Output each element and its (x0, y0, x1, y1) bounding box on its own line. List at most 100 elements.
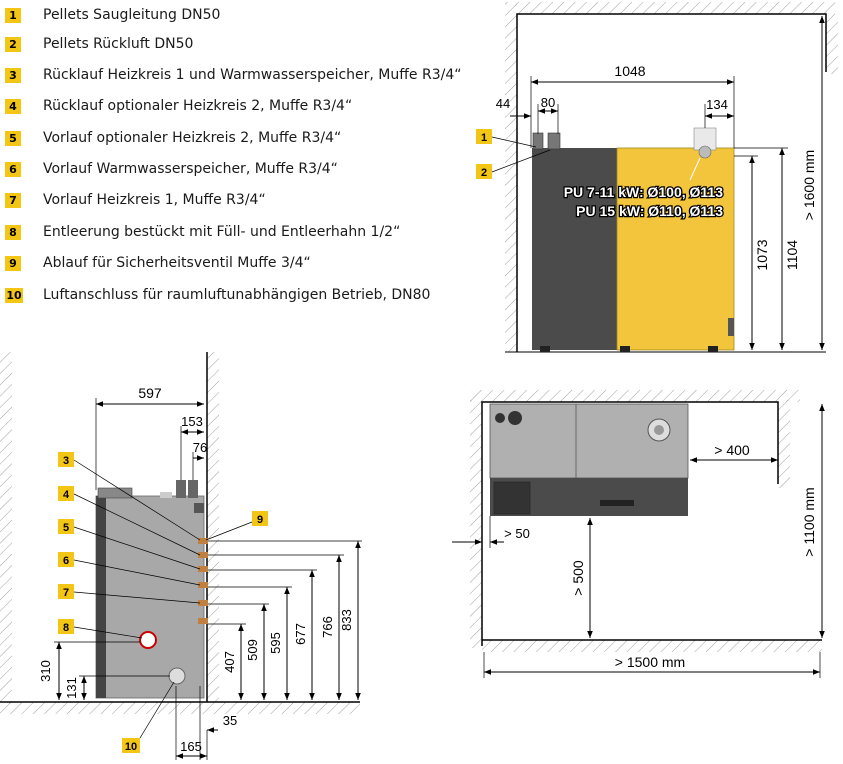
boiler-yellow-body (616, 147, 735, 351)
callout-8 (58, 619, 74, 634)
vent-grille (493, 481, 531, 515)
boiler-top-part (97, 487, 133, 499)
dim-677-label: 677 (293, 623, 308, 645)
flue-top-inner (654, 425, 664, 435)
connection-6 (198, 582, 208, 588)
dim-595-label: 595 (268, 632, 283, 654)
legend-item: 1 Pellets Saugleitung DN50 (0, 4, 220, 26)
top-view: > 400 > 50 > 500 > 1500 mm > 1100 mm (452, 390, 825, 678)
legend-item: 9 Ablauf für Sicherheitsventil Muffe 3/4… (0, 252, 311, 274)
dim-165-label: 165 (180, 739, 202, 754)
legend-number: 9 (5, 255, 21, 271)
bottom-wall-hatch (482, 640, 822, 652)
legend-item: 7 Vorlauf Heizkreis 1, Muffe R3/4“ (0, 189, 266, 211)
dim-80-label: 80 (541, 95, 555, 110)
room-height-label: > 1600 mm (801, 150, 817, 220)
boiler-foot (708, 346, 718, 352)
right-wall-hatch (778, 400, 790, 488)
callout-3-label: 3 (63, 455, 69, 467)
callout-leader (491, 149, 551, 173)
callout-2-label: 2 (481, 167, 487, 179)
left-wall-hatch (470, 400, 482, 648)
floor-hatch (0, 702, 360, 714)
dim-134-label: 134 (706, 97, 728, 112)
left-wall-hatch (505, 2, 517, 352)
callout-4 (58, 486, 74, 501)
legend-label: Pellets Saugleitung DN50 (43, 7, 221, 23)
clearance-50-label: > 50 (504, 526, 530, 541)
legend-label: Vorlauf optionaler Heizkreis 2, Muffe R3… (43, 130, 342, 146)
legend-label: Vorlauf Heizkreis 1, Muffe R3/4“ (43, 192, 266, 208)
dim-766-label: 766 (320, 616, 335, 638)
legend-number: 5 (5, 130, 21, 146)
callout-5-label: 5 (63, 522, 69, 534)
callout-2 (476, 164, 492, 179)
boiler-foot (620, 346, 630, 352)
legend-item: 2 Pellets Rückluft DN50 (0, 33, 193, 55)
legend-item: 5 Vorlauf optionaler Heizkreis 2, Muffe … (0, 127, 341, 149)
connection-3 (198, 538, 208, 544)
legend-label: Entleerung bestückt mit Füll- und Entlee… (43, 224, 401, 240)
callout-10-label: 10 (125, 741, 137, 753)
room-depth-label: > 1100 mm (801, 487, 817, 556)
callout-leader (73, 559, 201, 586)
legend-label: Rücklauf optionaler Heizkreis 2, Muffe R… (43, 98, 353, 114)
dim-1048-label: 1048 (614, 63, 645, 79)
pipe-2 (547, 132, 561, 150)
dim-131-label: 131 (64, 677, 79, 699)
boiler-foot (540, 346, 550, 352)
callout-9-label: 9 (257, 514, 263, 526)
top-wall-hatch (470, 390, 800, 402)
dim-509-label: 509 (245, 639, 260, 661)
right-wall-hatch (207, 352, 219, 702)
callout-leader (73, 526, 201, 570)
legend-item: 4 Rücklauf optionaler Heizkreis 2, Muffe… (0, 95, 352, 117)
legend-item: 6 Vorlauf Warmwasserspeicher, Muffe R3/4… (0, 158, 338, 180)
connection-5 (198, 566, 208, 572)
dim-1073-label: 1073 (754, 239, 770, 270)
legend-number: 3 (5, 67, 21, 83)
callout-6 (58, 552, 74, 567)
air-inlet (168, 667, 186, 685)
callout-leader (139, 681, 175, 739)
legend-number: 10 (5, 287, 23, 303)
legend-number: 2 (5, 36, 21, 52)
room-width-label: > 1500 mm (615, 654, 685, 670)
boiler-side-body (95, 495, 205, 699)
callout-1 (476, 129, 492, 144)
flue-diameter-line2: PU 15 kW: Ø110, Ø113 (576, 203, 723, 219)
callout-7 (58, 584, 74, 599)
connection-4 (198, 552, 208, 558)
connection-7 (198, 600, 208, 606)
flue-collar (160, 492, 172, 498)
dim-76-label: 76 (193, 440, 207, 455)
legend-item: 10 Luftanschluss für raumluftunabhängige… (0, 284, 430, 306)
right-wall-hatch (826, 14, 838, 74)
clearance-400-label: > 400 (714, 442, 750, 458)
legend-number: 1 (5, 7, 21, 23)
callout-leader (491, 136, 537, 148)
callout-6-label: 6 (63, 555, 69, 567)
dim-310-label: 310 (38, 660, 53, 682)
legend-item: 3 Rücklauf Heizkreis 1 und Warmwasserspe… (0, 64, 461, 86)
left-wall-hatch (0, 352, 12, 704)
legend-item: 8 Entleerung bestückt mit Füll- und Entl… (0, 221, 400, 243)
callout-leader (205, 521, 253, 541)
clearance-500-label: > 500 (570, 560, 586, 596)
display-panel (600, 500, 634, 506)
callout-leader (73, 591, 201, 604)
callout-leader (73, 459, 201, 541)
legend-number: 4 (5, 98, 21, 114)
callout-10 (122, 738, 140, 753)
room-outline (516, 13, 827, 352)
flue-pipe (176, 480, 186, 498)
flue-outlet (698, 145, 712, 159)
legend-label: Luftanschluss für raumluftunabhängigen B… (43, 287, 431, 303)
front-view: 1048 44 80 134 1073 1104 > 1600 mm PU 7-… (476, 2, 838, 353)
ceiling-hatch (515, 2, 835, 14)
dim-35-label: 35 (223, 713, 237, 728)
dim-44-label: 44 (496, 96, 510, 111)
flue-pipe (188, 480, 198, 498)
boiler-dark-body (532, 148, 617, 350)
